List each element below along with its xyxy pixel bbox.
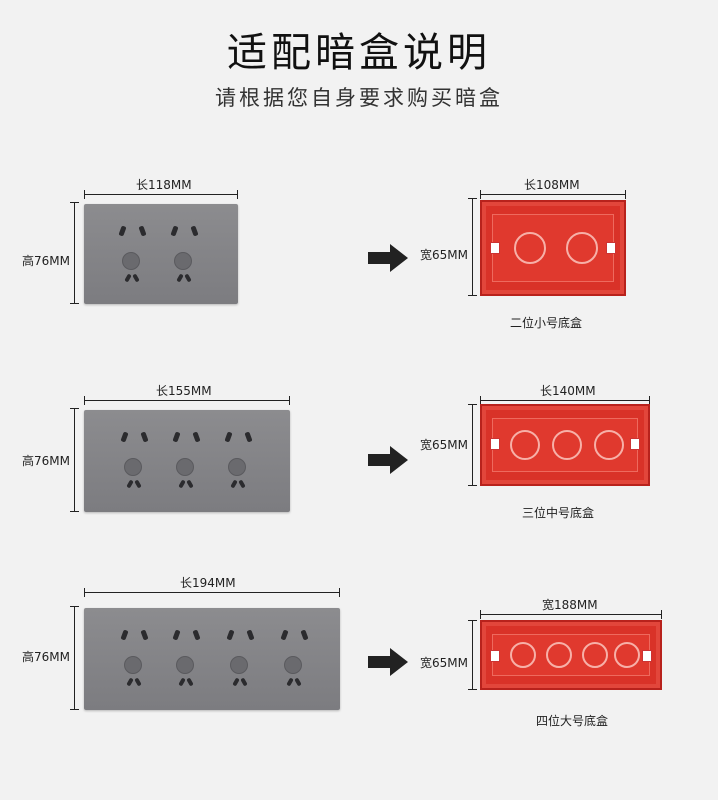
socket-outlet (280, 628, 320, 687)
panel-height-label: 高76MM (22, 454, 70, 468)
panel-length-label: 长155MM (156, 384, 212, 398)
junction-box-medium (480, 404, 650, 486)
junction-box-small (480, 200, 626, 296)
box-length-line (480, 396, 650, 405)
socket-panel-two (84, 204, 238, 304)
socket-outlet (120, 628, 160, 687)
panel-length-line (84, 588, 340, 597)
socket-outlet (120, 430, 160, 489)
page-subtitle: 请根据您自身要求购买暗盒 (215, 86, 503, 110)
panel-height-line (70, 408, 79, 512)
box-width-label: 宽65MM (420, 656, 468, 670)
junction-box-large (480, 620, 662, 690)
panel-height-label: 高76MM (22, 254, 70, 268)
panel-height-line (70, 606, 79, 710)
box-length-line (480, 610, 662, 619)
box-width-line (468, 620, 477, 690)
panel-length-line (84, 396, 290, 405)
arrow-right-icon (368, 648, 408, 676)
box-length-label: 宽188MM (542, 598, 598, 612)
box-width-line (468, 404, 477, 486)
socket-outlet (170, 224, 210, 283)
box-caption: 四位大号底盒 (536, 714, 609, 728)
socket-outlet (226, 628, 266, 687)
panel-length-label: 长118MM (136, 178, 192, 192)
socket-outlet (172, 628, 212, 687)
panel-height-line (70, 202, 79, 304)
box-length-label: 长108MM (524, 178, 580, 192)
socket-panel-three (84, 410, 290, 512)
socket-outlet (118, 224, 158, 283)
panel-height-label: 高76MM (22, 650, 70, 664)
panel-length-label: 长194MM (180, 576, 236, 590)
socket-outlet (224, 430, 264, 489)
socket-panel-four (84, 608, 340, 710)
socket-outlet (172, 430, 212, 489)
box-length-label: 长140MM (540, 384, 596, 398)
box-width-label: 宽65MM (420, 248, 468, 262)
box-caption: 二位小号底盒 (510, 316, 583, 330)
arrow-right-icon (368, 446, 408, 474)
box-width-label: 宽65MM (420, 438, 468, 452)
box-caption: 三位中号底盒 (522, 506, 595, 520)
panel-length-line (84, 190, 238, 199)
arrow-right-icon (368, 244, 408, 272)
box-length-line (480, 190, 626, 199)
page-title: 适配暗盒说明 (227, 30, 491, 76)
box-width-line (468, 198, 477, 296)
